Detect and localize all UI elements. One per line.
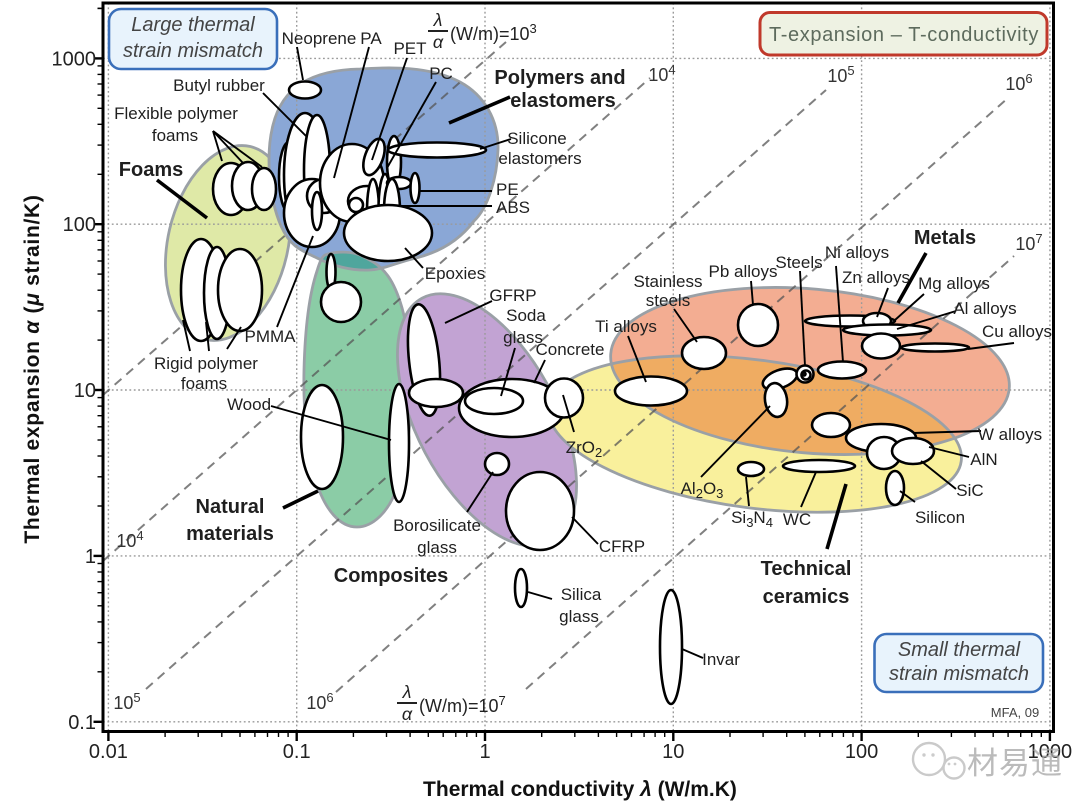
svg-text:T-expansion – T-conductivity: T-expansion – T-conductivity xyxy=(769,24,1039,46)
svg-text:MFA, 09: MFA, 09 xyxy=(991,705,1039,720)
svg-text:Silicone: Silicone xyxy=(507,129,567,148)
svg-text:100: 100 xyxy=(845,741,878,763)
svg-text:Cu alloys: Cu alloys xyxy=(982,322,1052,341)
svg-text:Natural: Natural xyxy=(196,496,265,518)
svg-text:1: 1 xyxy=(479,741,490,763)
svg-text:steels: steels xyxy=(646,291,690,310)
svg-text:Thermal expansion α (μ strain/: Thermal expansion α (μ strain/K) xyxy=(21,194,44,543)
svg-text:Mg alloys: Mg alloys xyxy=(918,274,990,293)
svg-text:Neoprene: Neoprene xyxy=(282,29,357,48)
svg-text:Silica: Silica xyxy=(561,585,602,604)
svg-text:elastomers: elastomers xyxy=(510,90,616,112)
svg-text:SiC: SiC xyxy=(956,481,983,500)
svg-text:1000: 1000 xyxy=(1028,741,1073,763)
svg-text:材易通: 材易通 xyxy=(967,746,1063,781)
svg-text:strain mismatch: strain mismatch xyxy=(123,40,263,62)
svg-text:W alloys: W alloys xyxy=(978,425,1042,444)
svg-text:Rigid polymer: Rigid polymer xyxy=(154,354,258,373)
svg-text:10: 10 xyxy=(662,741,684,763)
svg-text:Metals: Metals xyxy=(914,227,976,249)
svg-text:Pb alloys: Pb alloys xyxy=(709,262,778,281)
svg-text:0.1: 0.1 xyxy=(68,712,96,734)
svg-text:Zn alloys: Zn alloys xyxy=(842,268,910,287)
svg-text:(W/m)=103: (W/m)=103 xyxy=(450,21,537,44)
svg-text:Composites: Composites xyxy=(334,565,448,587)
svg-text:Si3N4: Si3N4 xyxy=(731,508,773,530)
svg-text:Wood: Wood xyxy=(227,395,271,414)
svg-text:PMMA: PMMA xyxy=(245,327,297,346)
svg-text:PC: PC xyxy=(429,64,453,83)
svg-text:GFRP: GFRP xyxy=(489,286,536,305)
svg-text:PA: PA xyxy=(360,29,382,48)
svg-text:ceramics: ceramics xyxy=(763,586,850,608)
svg-text:ABS: ABS xyxy=(496,198,530,217)
svg-text:Foams: Foams xyxy=(119,159,183,181)
svg-text:AlN: AlN xyxy=(970,450,997,469)
svg-text:glass: glass xyxy=(503,328,543,347)
svg-text:foams: foams xyxy=(152,126,198,145)
svg-text:glass: glass xyxy=(417,538,457,557)
svg-text:Steels: Steels xyxy=(775,253,822,272)
svg-text:α: α xyxy=(402,704,413,724)
svg-text:Ni alloys: Ni alloys xyxy=(825,243,889,262)
svg-text:λ: λ xyxy=(402,682,412,702)
svg-text:λ: λ xyxy=(433,10,443,30)
svg-text:materials: materials xyxy=(186,523,274,545)
svg-text:Technical: Technical xyxy=(761,558,852,580)
svg-text:Ti alloys: Ti alloys xyxy=(595,317,657,336)
svg-text:100: 100 xyxy=(63,214,96,236)
svg-text:PE: PE xyxy=(496,180,519,199)
svg-text:Invar: Invar xyxy=(702,650,740,669)
svg-text:0.01: 0.01 xyxy=(89,741,128,763)
svg-text:0.1: 0.1 xyxy=(283,741,311,763)
svg-text:(W/m)=107: (W/m)=107 xyxy=(419,693,506,716)
svg-text:Stainless: Stainless xyxy=(634,272,703,291)
svg-text:Al alloys: Al alloys xyxy=(953,299,1016,318)
svg-text:glass: glass xyxy=(559,607,599,626)
svg-text:PET: PET xyxy=(393,39,426,58)
svg-text:ZrO2: ZrO2 xyxy=(566,438,603,460)
svg-text:Epoxies: Epoxies xyxy=(425,264,485,283)
svg-text:Thermal conductivity λ (W/m.K): Thermal conductivity λ (W/m.K) xyxy=(423,778,737,801)
svg-text:α: α xyxy=(433,32,444,52)
svg-text:1: 1 xyxy=(85,546,96,568)
svg-text:CFRP: CFRP xyxy=(599,537,645,556)
svg-text:Al2O3: Al2O3 xyxy=(681,479,724,501)
svg-text:Butyl rubber: Butyl rubber xyxy=(173,76,265,95)
svg-text:Large thermal: Large thermal xyxy=(131,14,255,36)
svg-text:WC: WC xyxy=(783,510,811,529)
svg-text:foams: foams xyxy=(181,374,227,393)
svg-text:Flexible polymer: Flexible polymer xyxy=(114,104,238,123)
svg-text:elastomers: elastomers xyxy=(498,149,581,168)
svg-text:strain mismatch: strain mismatch xyxy=(889,663,1029,685)
svg-text:10: 10 xyxy=(74,380,96,402)
svg-text:Borosilicate: Borosilicate xyxy=(393,516,481,535)
svg-text:Small thermal: Small thermal xyxy=(898,639,1021,661)
svg-text:Concrete: Concrete xyxy=(536,340,605,359)
svg-text:Soda: Soda xyxy=(506,306,546,325)
svg-text:1000: 1000 xyxy=(52,48,97,70)
svg-text:Silicon: Silicon xyxy=(915,508,965,527)
svg-text:Polymers and: Polymers and xyxy=(494,67,625,89)
